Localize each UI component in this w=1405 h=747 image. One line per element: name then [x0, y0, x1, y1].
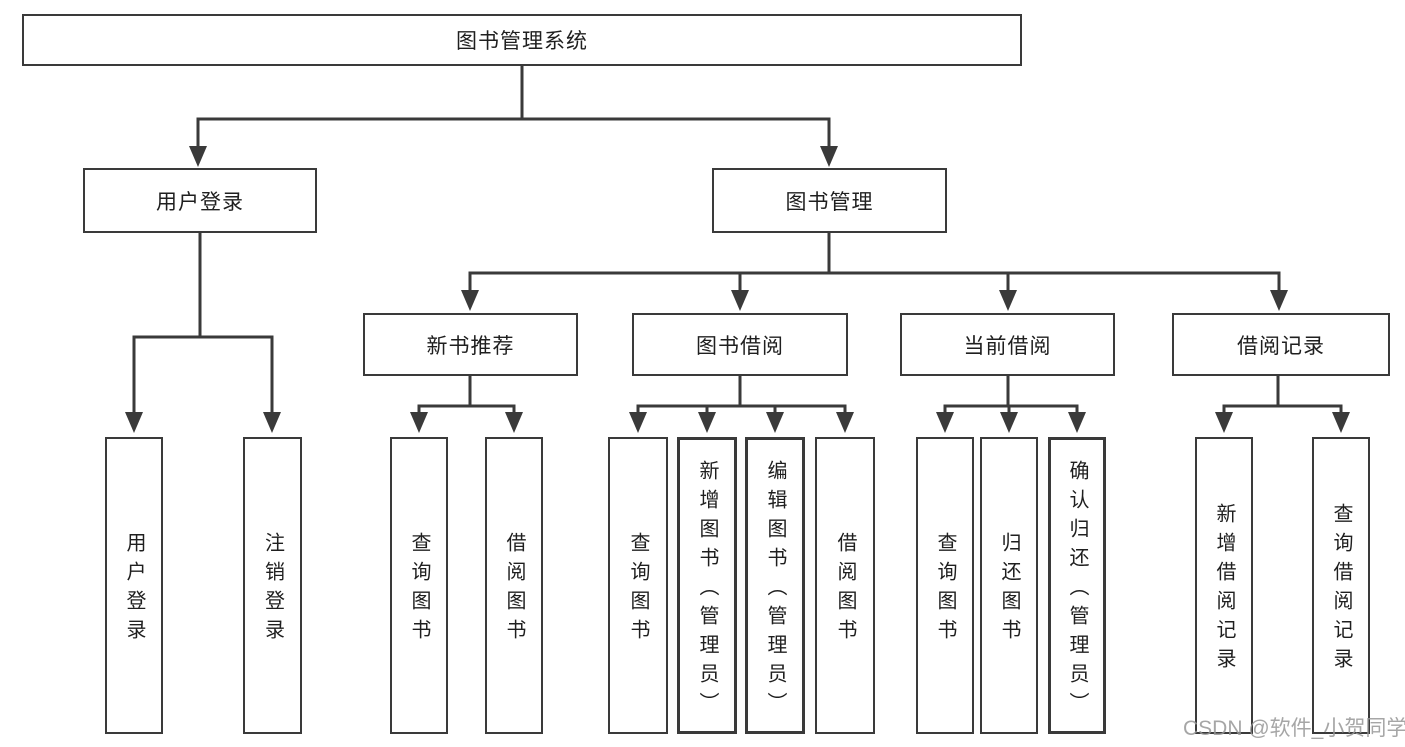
node-user-login-label: 用户登录: [156, 190, 244, 214]
leaf-confirm-return-admin: 确认归还（管理员）: [1048, 437, 1106, 734]
leaf-query-book-recommend: 查询图书: [390, 437, 448, 734]
leaf-query-book-current-label: 查询图书: [934, 532, 956, 648]
node-root-label: 图书管理系统: [456, 30, 588, 53]
leaf-logout-label: 注销登录: [261, 532, 284, 648]
arrowhead: [1068, 412, 1086, 433]
leaf-confirm-return-admin-label: 确认归还（管理员）: [1066, 459, 1088, 721]
node-borrow-records: 借阅记录: [1172, 313, 1390, 376]
arrowhead: [189, 146, 207, 167]
leaf-borrow-book-recommend-label: 借阅图书: [503, 532, 525, 648]
leaf-edit-book-admin-label: 编辑图书（管理员）: [764, 459, 786, 721]
leaf-query-borrow-record: 查询借阅记录: [1312, 437, 1370, 734]
arrowhead: [1000, 412, 1018, 433]
leaf-query-book-current: 查询图书: [916, 437, 974, 734]
connector-new-book-rec-branch: [410, 376, 523, 433]
leaf-user-login-label: 用户登录: [123, 532, 145, 648]
leaf-add-borrow-record-label: 新增借阅记录: [1213, 503, 1235, 677]
node-current-borrowing-label: 当前借阅: [963, 334, 1052, 358]
node-book-borrowing: 图书借阅: [632, 313, 848, 376]
leaf-return-book-label: 归还图书: [998, 532, 1020, 648]
node-current-borrowing: 当前借阅: [900, 313, 1115, 376]
arrowhead: [731, 290, 749, 311]
arrowhead: [629, 412, 647, 433]
arrowhead: [936, 412, 954, 433]
node-book-management: 图书管理: [712, 168, 947, 233]
connector-borrow-records-branch: [1215, 376, 1350, 433]
arrowhead: [999, 290, 1017, 311]
arrowhead: [410, 412, 428, 433]
connector-current-borrow-branch: [936, 376, 1086, 433]
csdn-watermark: CSDN @软件_小贺同学: [1183, 717, 1405, 740]
leaf-query-book-borrowing-label: 查询图书: [627, 532, 649, 648]
leaf-borrow-book-borrowing: 借阅图书: [815, 437, 875, 734]
leaf-borrow-book-borrowing-label: 借阅图书: [834, 532, 856, 648]
leaf-user-login: 用户登录: [105, 437, 163, 734]
connector-root-branch: [189, 66, 838, 167]
leaf-query-book-recommend-label: 查询图书: [408, 532, 430, 648]
leaf-borrow-book-recommend: 借阅图书: [485, 437, 543, 734]
connector-book-borrow-branch: [629, 376, 854, 433]
connector-user-login-branch: [125, 233, 281, 433]
leaf-logout: 注销登录: [243, 437, 302, 734]
leaf-query-book-borrowing: 查询图书: [608, 437, 668, 734]
arrowhead: [1332, 412, 1350, 433]
arrowhead: [820, 146, 838, 167]
arrowhead: [698, 412, 716, 433]
connector-book-mgmt-branch: [461, 233, 1288, 311]
arrowhead: [461, 290, 479, 311]
arrowhead: [505, 412, 523, 433]
arrowhead: [836, 412, 854, 433]
node-book-management-label: 图书管理: [785, 190, 874, 214]
leaf-query-borrow-record-label: 查询借阅记录: [1330, 503, 1352, 677]
arrowhead: [125, 412, 143, 433]
node-book-borrowing-label: 图书借阅: [696, 334, 784, 358]
leaf-add-borrow-record: 新增借阅记录: [1195, 437, 1253, 734]
node-user-login: 用户登录: [83, 168, 317, 233]
leaf-return-book: 归还图书: [980, 437, 1038, 734]
node-root-library-system: 图书管理系统: [22, 14, 1022, 66]
arrowhead: [766, 412, 784, 433]
leaf-add-book-admin-label: 新增图书（管理员）: [696, 459, 718, 721]
arrowhead: [1270, 290, 1288, 311]
arrowhead: [1215, 412, 1233, 433]
leaf-add-book-admin: 新增图书（管理员）: [677, 437, 737, 734]
node-new-book-recommend: 新书推荐: [363, 313, 578, 376]
leaf-edit-book-admin: 编辑图书（管理员）: [745, 437, 805, 734]
node-new-book-recommend-label: 新书推荐: [426, 334, 515, 358]
arrowhead: [263, 412, 281, 433]
node-borrow-records-label: 借阅记录: [1237, 334, 1325, 358]
